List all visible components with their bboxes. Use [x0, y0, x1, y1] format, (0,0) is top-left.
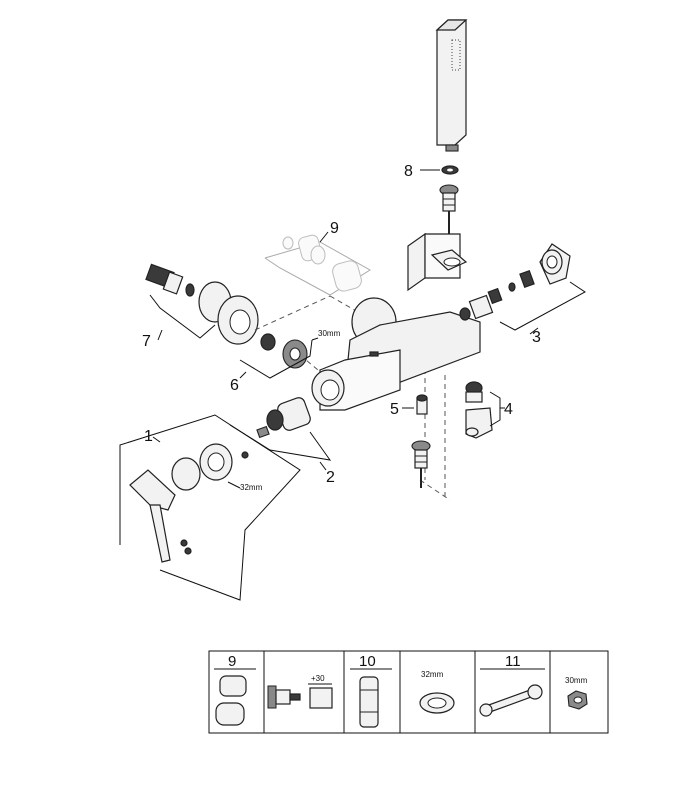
washer-8 [441, 165, 459, 175]
plug-5 [416, 394, 428, 415]
wrench-11-icon [479, 684, 543, 717]
callout-6: 6 [230, 377, 239, 394]
eccentric-connector-7 [145, 263, 259, 345]
ring-32-label: 32mm [421, 670, 444, 679]
callout-7: 7 [142, 333, 151, 350]
optional-extension-group-9: 9 [264, 220, 371, 296]
callout-2: 2 [326, 469, 335, 486]
handle-group-1 [119, 414, 301, 601]
callout-9: 9 [330, 220, 339, 237]
hose-nut-bottom [411, 440, 431, 488]
tools-col-9: 9 [228, 653, 236, 670]
callout-1: 1 [144, 428, 153, 445]
hose-nut-top [439, 184, 459, 235]
callout-5: 5 [390, 401, 399, 418]
hand-shower [435, 19, 468, 152]
callout-3: 3 [532, 329, 541, 346]
connector-6 [260, 333, 308, 369]
wall-holder [407, 232, 468, 292]
extension-sleeves [215, 675, 247, 726]
nut-30-icon [567, 690, 588, 710]
tools-col-10: 10 [359, 653, 376, 670]
extension-fitting: +30 [267, 674, 333, 709]
mixer-body [311, 297, 481, 411]
service-tools-table: 9 10 11 +30 32mm 30mm [208, 650, 609, 734]
cartridge-tool-10 [359, 676, 379, 728]
dim-32mm: 32mm [240, 483, 263, 492]
cartridge-2 [241, 397, 311, 459]
ring-32-icon [419, 692, 455, 714]
callout-8: 8 [404, 163, 413, 180]
nut-30-label: 30mm [565, 676, 588, 685]
wall-connector-3 [459, 243, 571, 321]
hose-connector-4 [465, 381, 493, 439]
extension-label: +30 [311, 674, 325, 683]
tools-col-11: 11 [505, 653, 521, 670]
dim-30mm: 30mm [318, 329, 341, 338]
callout-4: 4 [504, 401, 513, 418]
